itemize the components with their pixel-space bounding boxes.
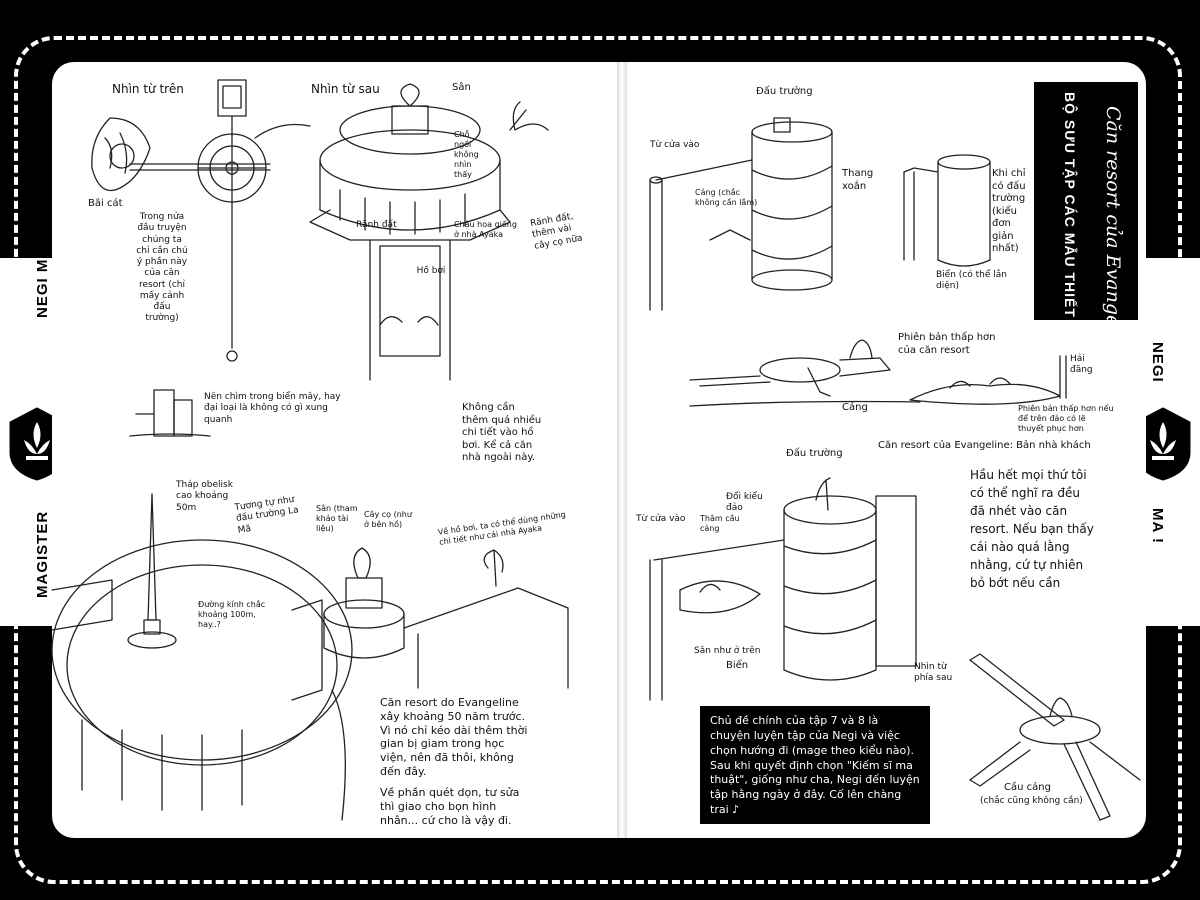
note-change-island: Đổi kiểu đảo <box>726 492 763 514</box>
note-court-reference: Sân (tham khảo tài liệu) <box>316 504 358 533</box>
note-palm: Cây cọ (như ở bên hồ) <box>364 510 412 529</box>
simple-tower-sketch <box>649 117 833 311</box>
note-arena-only: Khi chỉ có đấu trường (kiểu đơn giản nhấ… <box>992 168 1026 254</box>
collection-heading: BỘ SƯU TẬP CÁC MẪU THIẾT KẾ <box>1062 92 1078 345</box>
note-seat: Chỗ ngồi không nhìn thấy <box>454 130 479 179</box>
note-back-view: Nhìn từ phía sau <box>914 662 953 684</box>
floating-tower-sketch <box>129 389 211 437</box>
arena-sketch <box>51 493 353 821</box>
black-note-box: Chủ đề chính của tập 7 và 8 là chuyện lu… <box>700 706 930 824</box>
island-sketch <box>909 355 1067 405</box>
note-port: Cảng (chắc không cần lắm) <box>695 188 758 207</box>
note-diameter: Đường kính chắc khoảng 100m, hay..? <box>198 600 266 629</box>
label-pool: Hồ bơi <box>416 266 446 276</box>
note-cloud-sea: Nên chìm trong biển mây, hay đại loại là… <box>204 392 341 425</box>
note-everything: Hầu hết mọi thứ tôi có thể nghĩ ra đều đ… <box>970 468 1094 590</box>
label-arena-guest: Đấu trường <box>786 448 843 459</box>
side-text-right-top: NEGI <box>1149 342 1166 383</box>
note-first-half: Trong nửa đầu truyện chúng ta chỉ cần ch… <box>136 212 188 324</box>
left-page <box>52 62 618 838</box>
note-island-version: Phiên bản thấp hơn nếu để trên đảo có lẽ… <box>1018 404 1114 433</box>
arena-only-sketch <box>903 154 991 267</box>
label-entrance-top: Từ cửa vào <box>650 140 700 150</box>
note-sea: Biển (có thể lắn diện) <box>936 270 1007 292</box>
pier-sketch <box>969 653 1141 821</box>
note-lower-version: Phiên bản thấp hơn của căn resort <box>898 332 996 356</box>
label-sea: Biển <box>726 660 749 671</box>
back-view-sketch <box>309 83 549 381</box>
label-spiral-stairs: Thang xoắn <box>842 168 874 192</box>
side-text-right-bottom: MA ! <box>1149 508 1166 544</box>
section-guest-house: Căn resort của Evangeline: Bản nhà khách <box>878 440 1091 451</box>
label-entrance-guest: Từ cửa vào <box>636 514 686 524</box>
label-view-back: Nhìn từ sau <box>311 82 380 96</box>
note-pier-bridge: Thâm cầu cảng <box>700 514 740 533</box>
label-ranh-dat: Rãnh đất <box>356 220 397 230</box>
resort-paragraph-2: Về phần quét dọn, tư sửa thì giao cho bọ… <box>380 786 520 827</box>
note-pier-optional: (chắc cũng không cần) <box>980 796 1083 806</box>
note-flower-pot: Chậu hoa giống ở nhà Ayaka <box>454 220 517 239</box>
label-bai-cat: Bãi cát <box>88 198 123 209</box>
label-view-top: Nhìn từ trên <box>112 82 184 96</box>
top-view-sketch <box>91 79 311 362</box>
label-arena-top: Đấu trường <box>756 86 813 97</box>
note-pool-detail: Không cần thêm quá nhiều chi tiết vào hồ… <box>462 402 542 463</box>
pavilion-sketch <box>323 547 569 689</box>
black-note-text: Chủ đề chính của tập 7 và 8 là chuyện lu… <box>710 714 920 817</box>
label-san: Sân <box>452 82 471 93</box>
note-court-above: Sân như ở trên <box>694 646 761 656</box>
label-pier: Cầu cảng <box>1004 782 1051 793</box>
label-port: Cảng <box>842 402 868 413</box>
label-lighthouse: Hải đăng <box>1070 354 1093 376</box>
crest-left-icon <box>9 407 65 481</box>
title-box: BỘ SƯU TẬP CÁC MẪU THIẾT KẾ Căn resort c… <box>1034 82 1138 362</box>
collection-subtitle: Căn resort của Evangeline <box>1102 106 1124 362</box>
side-text-left-bottom: MAGISTER <box>34 510 51 598</box>
resort-paragraph-1: Căn resort do Evangeline xây khoảng 50 n… <box>380 696 528 778</box>
note-obelisk: Tháp obelisk cao khoảng 50m <box>176 480 233 513</box>
page-gutter <box>617 62 627 838</box>
lower-resort-sketch <box>689 339 921 407</box>
guest-house-sketch <box>649 477 917 701</box>
side-text-left-top: NEGI MAGI <box>34 228 51 318</box>
